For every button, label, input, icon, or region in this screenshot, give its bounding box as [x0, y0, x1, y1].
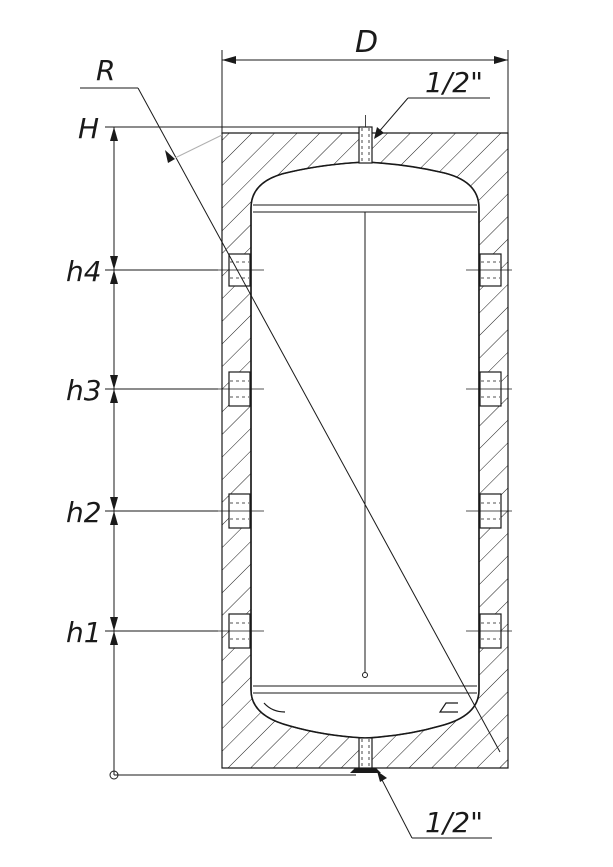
- height-label: H: [78, 112, 99, 145]
- d-arrow-right: [494, 56, 508, 64]
- bottom-flange: [350, 768, 381, 773]
- h2-label: h2: [66, 496, 102, 529]
- top-fitting-leader: [376, 97, 409, 135]
- side-ports: [218, 253, 512, 649]
- bottom-fitting-label: 1/2": [425, 806, 483, 839]
- top-fitting-arrow: [374, 127, 384, 139]
- bottom-right-bracket: [438, 702, 458, 713]
- top-fitting-label: 1/2": [425, 66, 483, 99]
- radius-leader-grey: [174, 134, 223, 159]
- bottom-fitting-arrow: [377, 771, 387, 782]
- diameter-label: D: [355, 25, 378, 60]
- top-fitting: [358, 126, 373, 164]
- radius-arrow: [165, 150, 175, 163]
- bottom-fitting-leader: [379, 775, 413, 839]
- height-arrows: [110, 127, 118, 645]
- inner-rod-end: [362, 672, 368, 678]
- base-origin-mark: [109, 770, 119, 780]
- bottom-fitting: [358, 737, 373, 769]
- h1-label: h1: [66, 616, 102, 649]
- bottom-left-bracket: [263, 702, 286, 713]
- tank-body: [250, 161, 480, 739]
- h4-label: h4: [66, 255, 102, 288]
- radius-diagonal: [137, 87, 501, 753]
- radius-label: R: [96, 54, 115, 87]
- d-arrow-left: [222, 56, 236, 64]
- h3-label: h3: [66, 374, 102, 407]
